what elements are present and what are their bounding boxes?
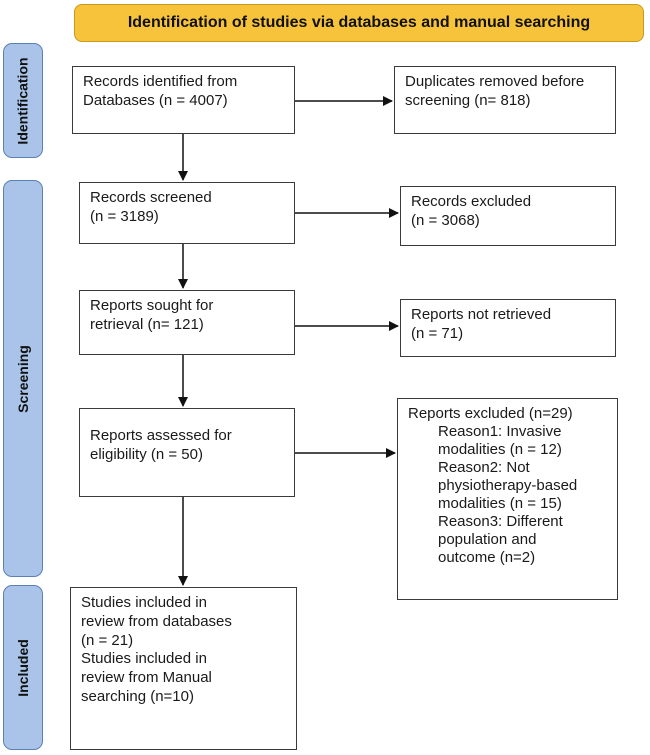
reports-excluded-box: Reports excluded (n=29) Reason1: Invasiv… [397, 398, 618, 600]
records-excluded-box: Records excluded (n = 3068) [400, 186, 616, 246]
box-line: review from Manual [81, 669, 212, 686]
diagram-title: Identification of studies via databases … [74, 4, 644, 42]
box-line: Records identified from [83, 73, 238, 90]
box-line: (n = 71) [411, 324, 464, 342]
phase-identification: Identification [3, 43, 43, 158]
records-screened-box: Records screened (n = 3189) [79, 182, 295, 244]
phase-included: Included [3, 585, 43, 750]
reason-line: population and [438, 531, 537, 548]
reason-line: modalities (n = 12) [438, 441, 562, 458]
reports-sought-box: Reports sought for retrieval (n= 121) [79, 290, 295, 355]
box-line: eligibility (n = 50) [90, 445, 203, 463]
box-line: review from databases [81, 612, 232, 630]
records-identified-box: Records identified from Databases (n = 4… [72, 66, 295, 134]
reason-line: Reason1: Invasive [438, 423, 562, 440]
box-line: screening (n= 818) [405, 91, 531, 109]
box-line: (n = 21) [81, 631, 134, 649]
box-line: searching (n=10) [81, 687, 194, 705]
reason-line: modalities (n = 15) [438, 495, 562, 512]
phase-screening: Screening [3, 180, 43, 577]
reason-line: Reason3: Different [438, 513, 563, 530]
box-line: Databases (n = 4007) [83, 91, 228, 109]
box-line: Reports assessed for [90, 427, 232, 444]
reason-line: Reason2: Not [438, 459, 530, 476]
box-line: Reports sought for [90, 297, 214, 314]
box-line: (n = 3068) [411, 211, 480, 229]
studies-included-box: Studies included in review from database… [70, 587, 297, 750]
reports-assessed-box: Reports assessed for eligibility (n = 50… [79, 408, 295, 497]
reason-line: outcome (n=2) [438, 549, 536, 566]
duplicates-removed-box: Duplicates removed before screening (n= … [394, 66, 616, 134]
reason-line: physiotherapy-based [438, 477, 578, 494]
box-line: Studies included in [81, 650, 207, 668]
box-line: Studies included in [81, 594, 207, 611]
box-line: Reports not retrieved [411, 306, 552, 323]
reports-not-retrieved-box: Reports not retrieved (n = 71) [400, 299, 616, 357]
reasons-list: Reason1: Invasive modalities (n = 12) Re… [408, 423, 607, 567]
box-line: (n = 3189) [90, 207, 159, 225]
box-line: Duplicates removed before [405, 73, 585, 90]
box-line: retrieval (n= 121) [90, 315, 204, 333]
box-line: Reports excluded (n=29) [408, 405, 573, 422]
box-line: Records excluded [411, 193, 532, 210]
box-line: Records screened [90, 189, 212, 206]
